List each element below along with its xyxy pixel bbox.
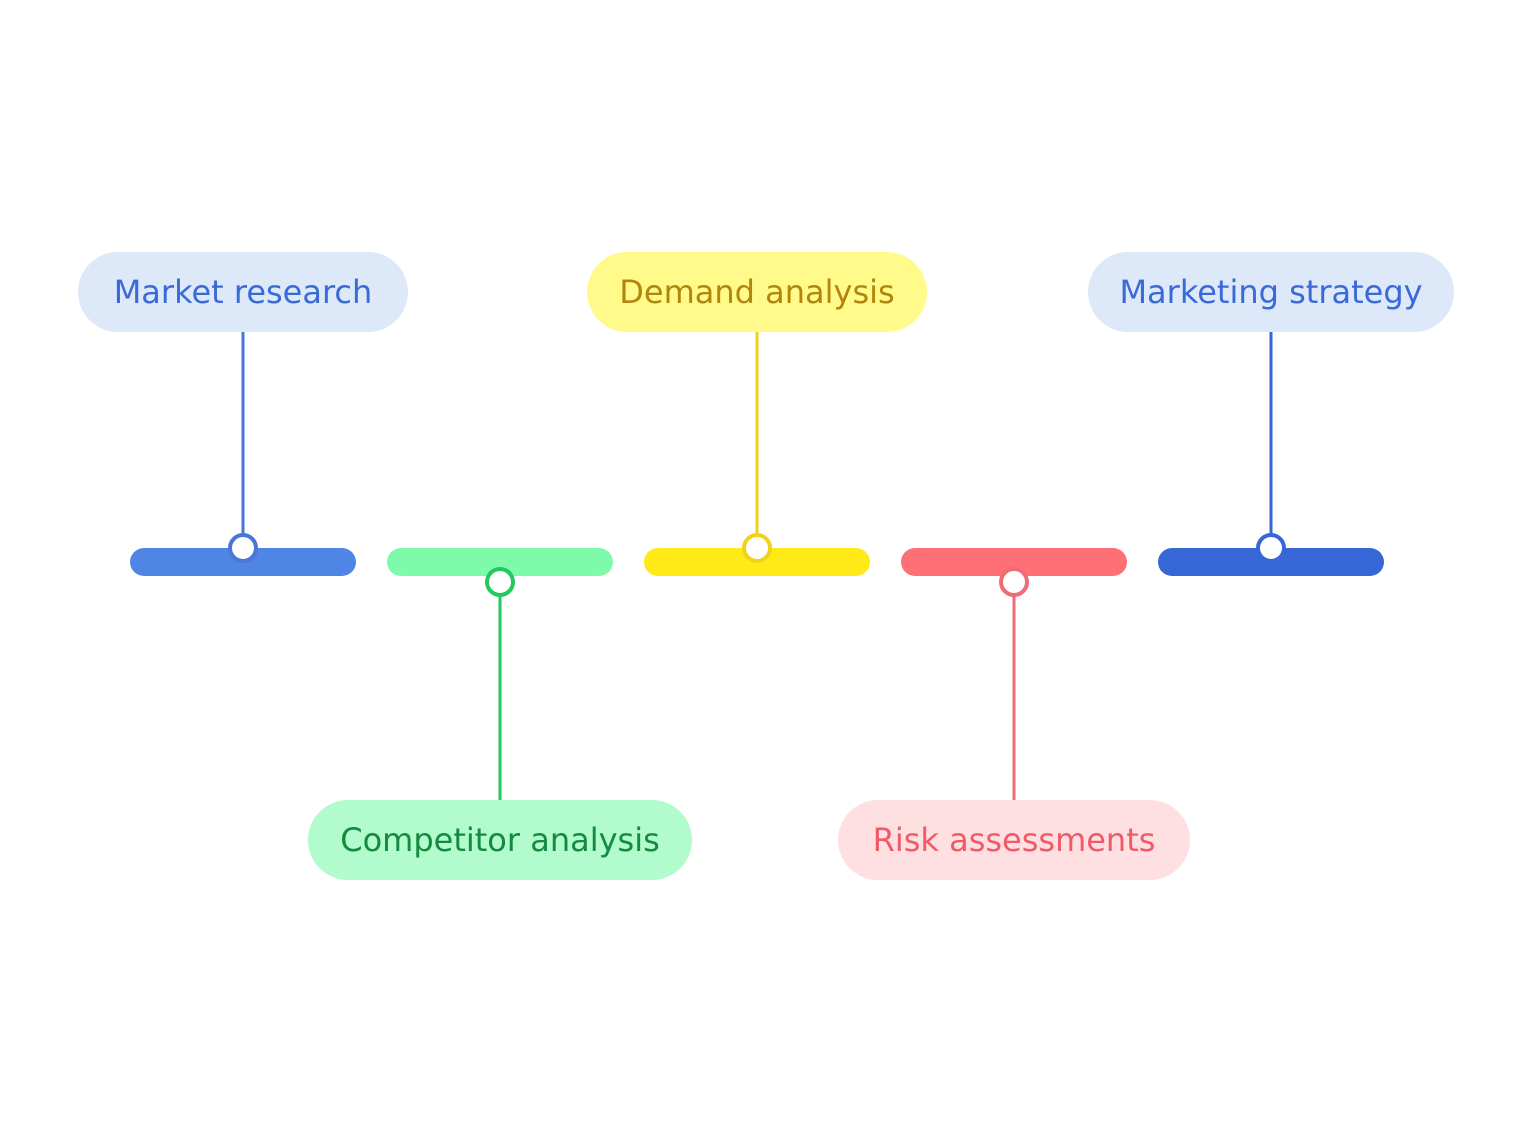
timeline-step-4: Risk assessments: [838, 548, 1190, 880]
timeline-node: [228, 533, 258, 563]
step-label: Marketing strategy: [1119, 273, 1422, 311]
step-pill: [308, 800, 692, 880]
timeline-node: [1256, 533, 1286, 563]
timeline-step-1: Market research: [78, 252, 408, 576]
timeline-node: [485, 567, 515, 597]
step-label: Competitor analysis: [340, 821, 660, 859]
step-label: Market research: [114, 273, 373, 311]
step-pill: [587, 252, 927, 332]
timeline-step-5: Marketing strategy: [1088, 252, 1454, 576]
timeline-node: [742, 533, 772, 563]
step-pill: [78, 252, 408, 332]
timeline-step-3: Demand analysis: [587, 252, 927, 576]
timeline-node: [999, 567, 1029, 597]
timeline-step-2: Competitor analysis: [308, 548, 692, 880]
step-pill: [838, 800, 1190, 880]
step-pill: [1088, 252, 1454, 332]
timeline-bar: [387, 548, 613, 576]
step-label: Risk assessments: [873, 821, 1156, 859]
timeline-bar: [901, 548, 1127, 576]
step-label: Demand analysis: [619, 273, 894, 311]
